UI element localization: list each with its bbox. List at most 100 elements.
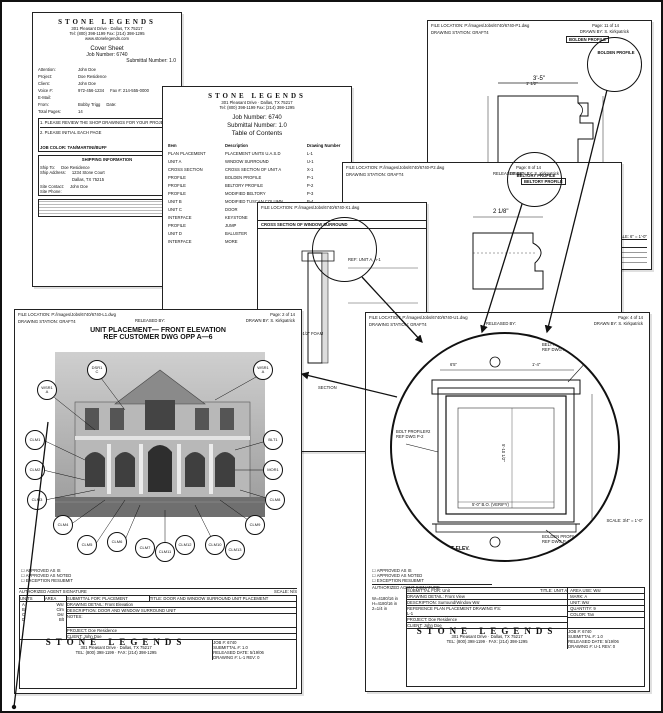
toc-drawing-number: X-1	[306, 167, 314, 172]
toc-item: INTERFACE	[168, 215, 192, 220]
toc-item: PROFILE	[168, 191, 186, 196]
ship-to-label: Ship To:	[40, 165, 56, 170]
shipping-box: SHIPPING INFORMATION Ship To: Doe Residen…	[38, 155, 176, 196]
cover-field-label: From:	[38, 102, 49, 107]
unit-tag: CLM9	[245, 515, 265, 535]
site-contact-label: Site Contact:	[40, 184, 64, 189]
cover-job: Job Number: 6740	[86, 52, 128, 58]
elev-left-drawn: DRAWN BY: S. Kirkpatrick	[245, 318, 295, 323]
belt-profile-callout: BELT PROFILE #2 REF DWG P-2	[542, 342, 577, 352]
shipping-info-heading: SHIPPING INFORMATION	[81, 157, 133, 162]
detail-magnifier-circle: 6'5" 1'-4" BELT PROFILE #2 REF DWG P-2 B…	[390, 332, 620, 562]
toc-drawing-number: L-1	[306, 151, 313, 156]
unit-area: Blt	[59, 617, 64, 622]
front-elev-label: FRONT ELEV.	[437, 546, 470, 552]
side-field: UNIT: Wsr	[568, 600, 644, 606]
cross-section-callout-2: FIG 1: 1-1/2" FOAM	[286, 331, 324, 336]
toc-logo: STONE LEGENDS	[208, 92, 306, 100]
toc-item: UNIT C	[168, 207, 182, 212]
unit-area: Wsr	[56, 602, 64, 607]
zoom-circle-label: BELTORY PROFILE	[516, 173, 556, 178]
cover-field-label: Project:	[38, 74, 53, 79]
cover-field-row: Total Pages: 14	[38, 109, 176, 114]
elev-left-address: 301 Pleasant Drive · Dallas, TX 75217	[80, 645, 152, 650]
unit-tag: CLM12	[175, 535, 195, 555]
elev-right-address: 301 Pleasant Drive · Dallas, TX 75217	[451, 634, 523, 639]
unit-tag: CLM2	[25, 460, 45, 480]
cover-field-value: 14	[78, 109, 83, 114]
house-elevation-photo	[55, 352, 265, 517]
toc-description: MORE	[224, 239, 238, 244]
elev-right-title: TITLE: UNIT A	[540, 588, 568, 593]
toc-description: KEYSTONE	[224, 215, 248, 220]
elev-left-released-date: RELEASED DATE: 5/19/06	[213, 650, 264, 655]
table-header: TITLE: DOOR AND WINDOW SURROUND UNIT PLA…	[149, 596, 269, 601]
unit-tag: WSR1 A	[253, 360, 273, 380]
toc-item: INTERFACE	[168, 239, 192, 244]
elev-right-approvals: ☐ APPROVED AS IS ☐ APPROVED AS NOTED ☐ E…	[372, 568, 492, 590]
profile-a-station: DRAWING STATION: GRAFT4	[431, 30, 489, 35]
elev-left-station: DRAWING STATION: GRAFT4	[18, 319, 76, 324]
elev-left-description: DESCRIPTION: DOOR AND WINDOW SURROUND UN…	[66, 608, 296, 614]
toc-drawing-number: P-4	[307, 199, 346, 204]
toc-description: MODIFIED BELTORY	[224, 191, 266, 196]
cover-field-value: Doe Residence	[78, 74, 107, 79]
profile-a-zoom-circle: BOLDEN PROFILE	[587, 37, 642, 92]
side-field: AREA USE: Wsr	[568, 588, 644, 594]
elev-left-client: CLIENT: John Doe	[66, 634, 102, 639]
unit-code: D	[22, 617, 26, 622]
toc-item: UNIT B	[168, 199, 182, 204]
elev-left-logo: STONE LEGENDS	[45, 637, 187, 647]
elev-right-scale: SCALE: 3/4" = 1'-0"	[606, 518, 643, 523]
toc-submittal: Submittal Number: 1.0	[227, 123, 287, 129]
cover-field-value: Date:	[106, 102, 117, 107]
elev-right-job: JOB #: 6740	[568, 629, 592, 634]
cover-notes: 1. PLEASE REVIEW THE SHOP DRAWINGS FOR Y…	[38, 118, 176, 152]
toc-title: Table of Contents	[231, 130, 283, 137]
elev-right-drawing-no: DRAWING #: U-1	[568, 644, 601, 649]
dim-line: H=4180/16 in	[372, 601, 398, 606]
profile-a-dim-top: 3'-5"	[533, 76, 545, 82]
approval-option[interactable]: ☐ EXCEPTION RESUBMIT	[372, 578, 424, 583]
dim-line: 2=1/4 in	[372, 606, 388, 611]
dim-top-a: 6'5"	[450, 362, 457, 367]
elev-right-dims: W=4180/16 in H=4180/16 in 2=1/4 in	[372, 596, 398, 611]
elev-right-logo: STONE LEGENDS	[416, 626, 558, 636]
elev-left-signature-row: AUTHORIZED AGENT SIGNATURE SCALE: N/S	[19, 588, 297, 594]
cover-address: 301 Pleasant Drive · Dallas, TX 75217	[71, 26, 143, 31]
unit-tag: DSR1 C	[87, 360, 107, 380]
unit-tag: CLM4	[53, 515, 73, 535]
toc-drawing-number: P-1	[306, 175, 314, 180]
ship-to-value: Doe Residence	[61, 165, 90, 170]
cover-field-row: E-Mail:	[38, 95, 176, 100]
elev-left-notes: NOTES:	[66, 614, 296, 628]
cover-title: Cover Sheet	[90, 46, 124, 52]
approval-option[interactable]: ☐ APPROVED AS NOTED	[372, 573, 423, 578]
cover-field-label: Total Pages:	[38, 109, 62, 114]
cover-sheet: STONE LEGENDS 301 Pleasant Drive · Dalla…	[32, 12, 182, 287]
bolden-callout: BOLDEN PROFILE REF DWG P-1	[542, 534, 579, 544]
site-phone-label: Site Phone:	[40, 189, 62, 194]
toc-description: MODIFIED TUSCAN COLUMN	[224, 199, 284, 204]
profile-b-zoom-circle: BELTORY PROFILE	[507, 152, 562, 207]
dim-line: W=4180/16 in	[372, 596, 398, 601]
unit-tag: BLT1	[263, 430, 283, 450]
profile-a-scale: SCALE: 6" = 1'-0"	[614, 234, 647, 239]
toc-drawing-number: P-2	[306, 183, 314, 188]
elev-right-description: DESCRIPTION: Surround/Window Wsr	[407, 600, 568, 606]
toc-description: BOLDEN PROFILE	[224, 175, 262, 180]
toc-phone: Tel: (800) 398-1199 Fax: (214) 398-1295	[219, 105, 295, 110]
cross-section-label: SECTION	[318, 385, 337, 390]
cover-field-row: Attention:John Doe	[38, 67, 176, 72]
approval-option[interactable]: ☐ EXCEPTION RESUBMIT	[21, 578, 73, 583]
toc-header-drawing: Drawing Number	[306, 143, 341, 148]
cover-field-value: John Doe	[78, 81, 96, 86]
approval-option[interactable]: ☐ APPROVED AS IS	[372, 568, 412, 573]
elev-right-drawing-detail: DRAWING DETAIL: Front View	[407, 594, 568, 600]
elev-right-rev: REV: 0	[601, 644, 616, 649]
